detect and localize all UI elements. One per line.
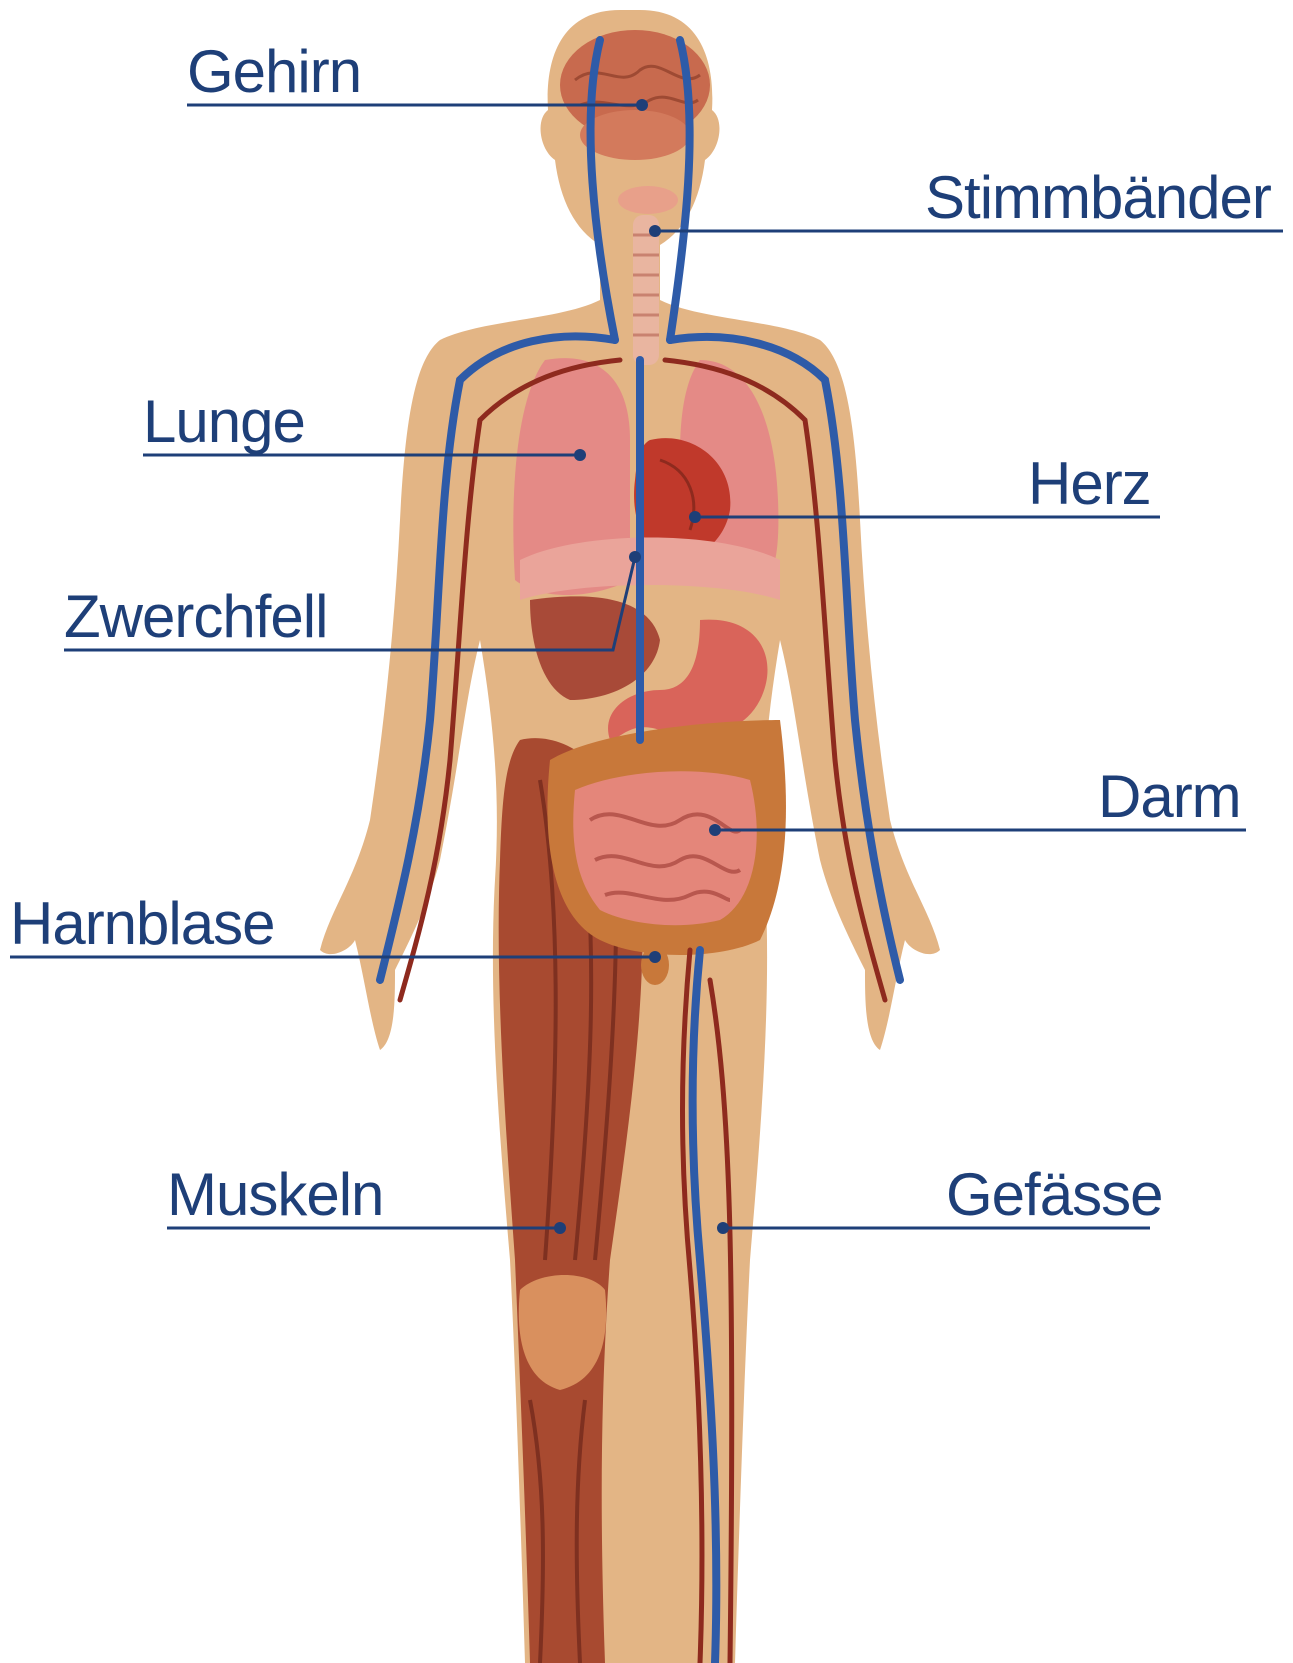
leader-dot-brain <box>636 99 648 111</box>
leader-dot-muscles <box>554 1222 566 1234</box>
leader-dot-vessels <box>717 1222 729 1234</box>
leader-dot-lung <box>574 449 586 461</box>
leader-dot-bladder <box>649 951 661 963</box>
label-heart: Herz <box>1028 454 1151 514</box>
label-vessels: Gefässe <box>946 1165 1162 1225</box>
label-intestine: Darm <box>1098 767 1241 827</box>
leader-dot-heart <box>689 511 701 523</box>
label-brain: Gehirn <box>187 42 361 102</box>
label-vocal-cords: Stimmbänder <box>925 168 1271 228</box>
label-bladder: Harnblase <box>10 894 275 954</box>
leader-dot-intestine <box>709 824 721 836</box>
label-lung: Lunge <box>143 392 305 452</box>
leader-dot-vocal-cords <box>649 225 661 237</box>
label-muscles: Muskeln <box>167 1165 383 1225</box>
leader-dot-diaphragm <box>629 551 641 563</box>
label-diaphragm: Zwerchfell <box>64 587 327 647</box>
